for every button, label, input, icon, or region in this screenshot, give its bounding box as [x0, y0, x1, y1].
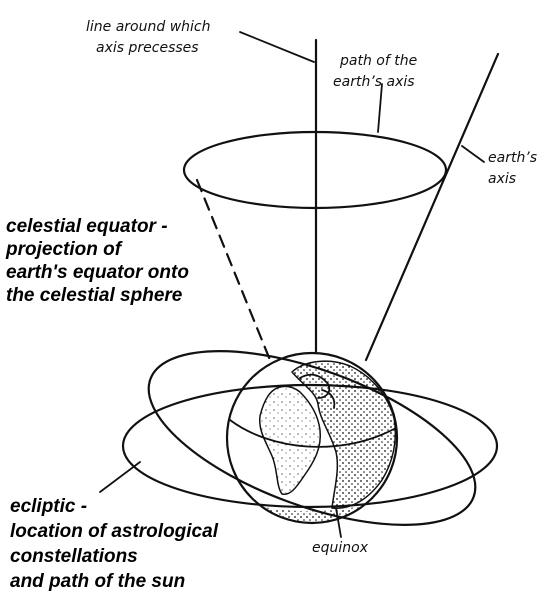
leader-precession-line: [239, 31, 315, 63]
leader-earth-axis: [461, 145, 485, 163]
leader-path-axis: [377, 83, 383, 133]
label-precession-line: line around which axis precesses: [86, 19, 215, 56]
cone-dashed-line: [195, 178, 272, 362]
precession-circle: [182, 130, 448, 210]
label-celestial-equator: celestial equator - projection of earth'…: [5, 216, 194, 306]
label-equinox: equinox: [312, 540, 369, 556]
leader-ecliptic: [99, 461, 141, 493]
label-path-axis: path of the earth’s axis: [333, 53, 422, 90]
earth-axis-line: [364, 52, 500, 362]
leader-equinox: [335, 507, 342, 538]
label-ecliptic: ecliptic - location of astrological cons…: [10, 496, 223, 592]
continent-americas: [258, 385, 322, 496]
label-earth-axis: earth’s axis: [488, 150, 542, 187]
